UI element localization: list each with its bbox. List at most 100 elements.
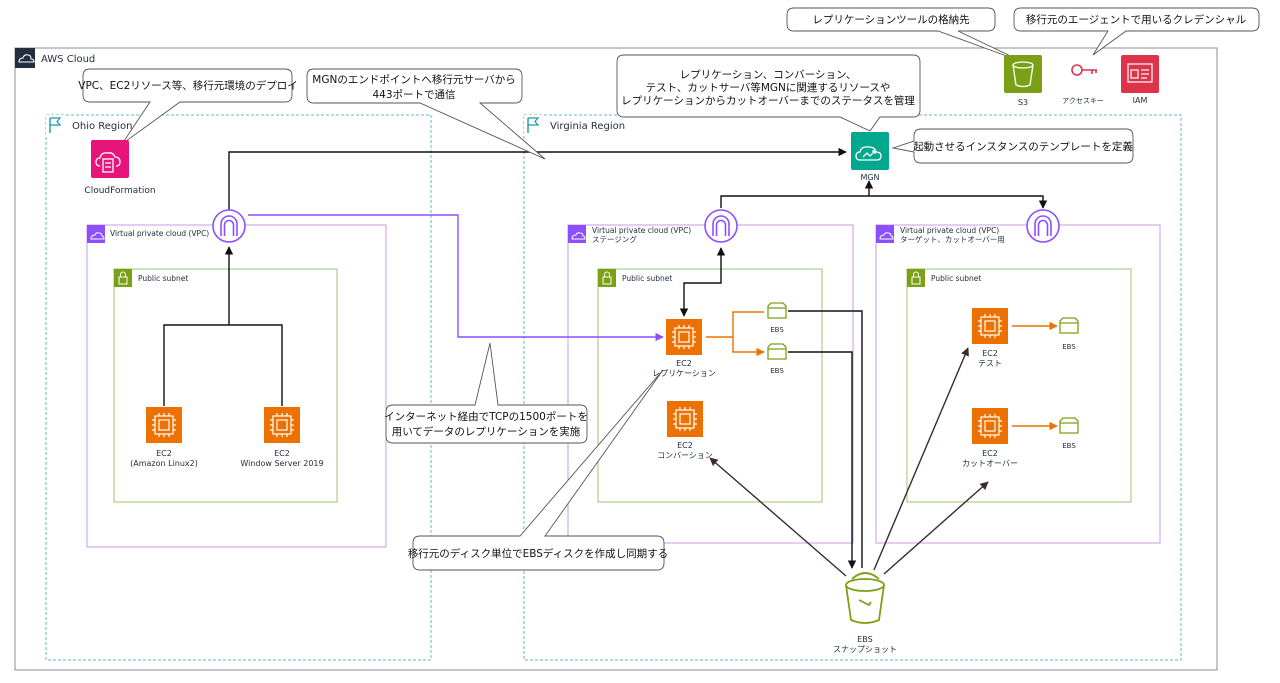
subnet-staging: Public subnet — [597, 268, 823, 503]
mgn-label: MGN — [860, 173, 879, 182]
mgn-node: MGN — [851, 132, 889, 182]
mgn-to-igws-line — [720, 181, 1043, 208]
bucket-icon — [845, 572, 885, 624]
callout-disk: 移行元のディスク単位でEBSディスクを作成し同期する — [408, 369, 668, 571]
callout-credentials: 移行元のエージェントで用いるクレデンシャル — [1013, 7, 1260, 56]
vpc-target-label: Virtual private cloud (VPC) — [900, 226, 999, 235]
igw-to-mgn-line — [228, 147, 847, 212]
bucket-icon — [1012, 61, 1034, 88]
ebs-volume-icon — [767, 343, 787, 360]
callout-template-text: 起動させるインスタンスのテンプレートを定義 — [913, 140, 1133, 153]
ebs-volume-test: EBS — [1059, 317, 1079, 351]
access-key-label: アクセスキー — [1062, 97, 1104, 105]
ebs-to-snapshot-line — [788, 310, 863, 568]
igw-to-replication-line — [679, 247, 726, 317]
s3-node: S3 — [1004, 55, 1042, 107]
cloudformation-icon — [95, 152, 121, 173]
access-key-node: アクセスキー — [1062, 64, 1104, 105]
ebs-volume-icon — [767, 302, 787, 319]
callout-credentials-text: 移行元のエージェントで用いるクレデンシャル — [1026, 13, 1246, 26]
internet-gateway-icon — [712, 215, 730, 236]
ec2-to-igw-line — [163, 247, 283, 406]
callout-s3-text: レプリケーションツールの格納先 — [812, 13, 969, 26]
ec2-chip-icon — [152, 413, 176, 437]
ebs-label: EBS — [770, 326, 784, 334]
cloud-icon — [18, 54, 35, 63]
lock-icon — [598, 269, 616, 287]
s3-label: S3 — [1018, 98, 1028, 107]
callout-cloudformation-text: VPC、EC2リソース等、移行元環境のデプロイ — [78, 79, 297, 92]
region-flag-icon — [49, 117, 62, 133]
internet-gateway-icon — [220, 215, 238, 236]
ec2-amazon-linux: EC2(Amazon Linux2) — [130, 407, 198, 468]
ebs-volume-replication-2: EBS — [767, 343, 787, 375]
lock-icon — [907, 269, 925, 287]
vpc-icon — [876, 225, 894, 243]
callout-mgn: レプリケーション、コンバーション、テスト、カットサーバ等MGNに関連するリソース… — [616, 54, 921, 132]
cloudformation-label: CloudFormation — [84, 186, 155, 196]
mgn-icon — [855, 146, 882, 161]
cloudformation-node: CloudFormation — [84, 140, 156, 196]
snapshot-to-conversion-line — [709, 457, 847, 577]
vpc-icon — [87, 225, 105, 243]
callout-mgn-text: レプリケーション、コンバーション、テスト、カットサーバ等MGNに関連するリソース… — [621, 69, 915, 107]
callout-disk-text: 移行元のディスク単位でEBSディスクを作成し同期する — [408, 547, 668, 560]
virginia-region-label: Virginia Region — [550, 121, 625, 132]
iam-label: IAM — [1133, 96, 1148, 105]
subnet-source-label: Public subnet — [138, 274, 188, 283]
callout-template: 起動させるインスタンスのテンプレートを定義 — [891, 128, 1134, 164]
vpc-target-sublabel: ターゲット、カットオーバー用 — [900, 235, 1005, 244]
ebs-volume-cutover: EBS — [1059, 417, 1079, 450]
vpc-icon — [568, 225, 586, 243]
ec2-chip-icon — [978, 414, 1002, 438]
replication-line — [248, 214, 664, 342]
ec2-chip-icon — [270, 413, 294, 437]
subnet-source: Public subnet — [113, 268, 338, 503]
aws-cloud-group: AWS Cloud — [14, 47, 1218, 671]
subnet-target: Public subnet — [906, 268, 1132, 503]
ec2-chip-icon — [673, 407, 697, 431]
ebs-volume-icon — [1059, 317, 1079, 334]
ec2-label: EC2(Amazon Linux2) — [130, 449, 198, 468]
snapshot-to-test-line — [873, 347, 969, 571]
subnet-target-label: Public subnet — [931, 274, 981, 283]
ebs-label: EBS — [1062, 343, 1076, 351]
ec2-to-ebs-line — [706, 311, 764, 352]
ebs-volume-replication-1: EBS — [767, 302, 787, 334]
connectors — [163, 147, 1058, 577]
vpc-staging-label: Virtual private cloud (VPC) — [592, 226, 691, 235]
ohio-region-label: Ohio Region — [72, 121, 133, 132]
ohio-region: Ohio Region — [45, 114, 432, 661]
aws-cloud-label: AWS Cloud — [41, 54, 95, 65]
key-icon — [1071, 64, 1097, 76]
region-flag-icon — [527, 117, 540, 133]
vpc-staging-sublabel: ステージング — [592, 234, 637, 244]
vpc-source-label: Virtual private cloud (VPC) — [110, 229, 209, 238]
igw-target — [1026, 209, 1060, 243]
snapshot-to-cutover-line — [883, 481, 989, 575]
callout-cloudformation: VPC、EC2リソース等、移行元環境のデプロイ — [78, 68, 298, 145]
callout-replication-text: インターネット経由でTCPの1500ポートを用いてデータのレプリケーションを実施 — [384, 410, 588, 438]
callout-replication: インターネット経由でTCPの1500ポートを用いてデータのレプリケーションを実施 — [384, 342, 588, 444]
ebs-label: EBS — [1062, 442, 1076, 450]
internet-gateway-icon — [1034, 215, 1052, 236]
callout-s3: レプリケーションツールの格納先 — [786, 7, 1024, 63]
ebs-volume-icon — [1059, 417, 1079, 434]
subnet-staging-label: Public subnet — [622, 274, 672, 283]
ec2-chip-icon — [978, 314, 1002, 338]
